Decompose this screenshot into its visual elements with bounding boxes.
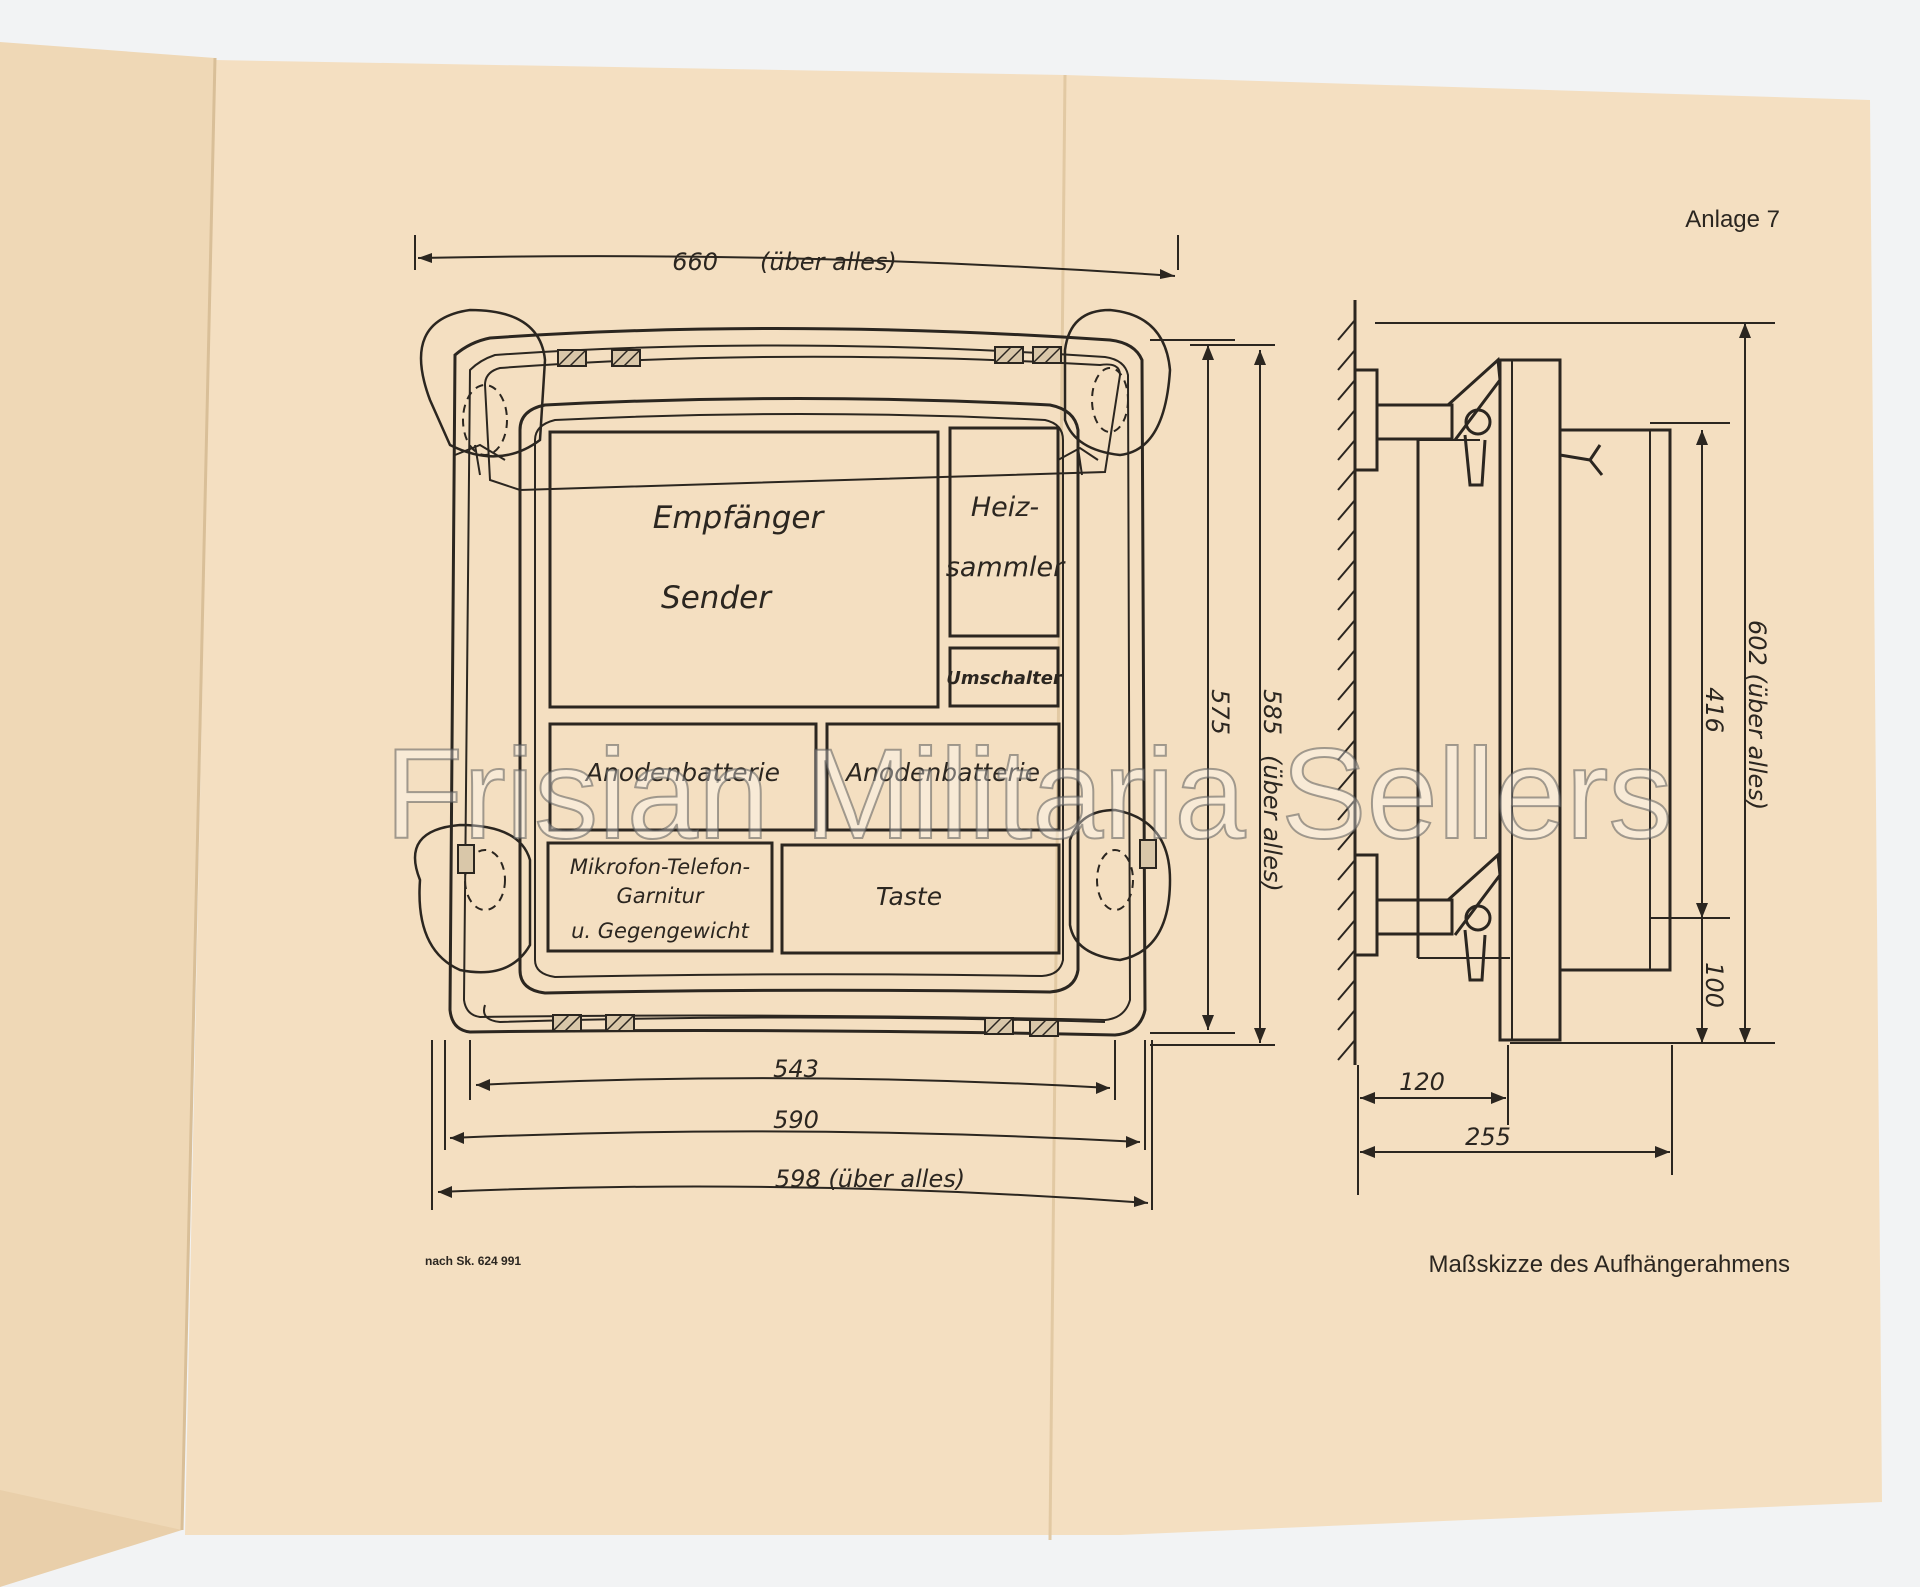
pad-top-right: [1063, 308, 1172, 457]
watermark: Frisian Militaria Sellers: [385, 723, 1672, 866]
dim-255: 255: [1465, 1123, 1511, 1151]
compartment-receiver-transmitter: [548, 430, 940, 709]
drawing-reference: nach Sk. 624 991: [425, 1254, 521, 1268]
pad-bottom-left: [413, 823, 532, 974]
label-heater-1: Heiz-: [971, 492, 1039, 523]
label-battery-left: Anodenbatterie: [584, 758, 780, 787]
dim-590: 590: [773, 1106, 819, 1134]
left-paper-sheet: [0, 42, 215, 1530]
main-paper-sheet: [185, 60, 1882, 1535]
dim-598: 598 (über alles): [775, 1165, 965, 1193]
compartment-key: [780, 843, 1061, 955]
dim-660: 660: [672, 248, 718, 276]
dim-660-note: (über alles): [760, 248, 897, 276]
left-sheet-edge: [0, 1490, 182, 1587]
dim-585-note: (über alles): [1258, 755, 1286, 892]
side-view-drawing: 602 (über alles) 416 100 120 255: [1337, 300, 1775, 1195]
compartment-battery-left: [548, 722, 818, 832]
front-view-drawing: Empfänger Sender Heiz- sammler Umschalte…: [413, 235, 1286, 1210]
label-transmitter: Sender: [661, 580, 773, 616]
label-heater-2: sammler: [946, 552, 1066, 583]
label-mic-2: Garnitur: [616, 884, 704, 908]
label-receiver: Empfänger: [653, 500, 826, 536]
label-mic-1: Mikrofon-Telefon-: [570, 855, 750, 879]
compartment-heater: [948, 426, 1060, 638]
dim-416: 416: [1700, 687, 1728, 733]
dim-120: 120: [1399, 1068, 1445, 1096]
dim-585: 585: [1258, 689, 1286, 735]
rubber-blocks: [457, 346, 1157, 1037]
label-battery-right: Anodenbatterie: [844, 758, 1040, 787]
dim-100: 100: [1700, 962, 1728, 1008]
pad-bottom-right: [1068, 808, 1172, 962]
compartment-battery-right: [825, 722, 1061, 832]
drawing-caption: Maßskizze des Aufhängerahmens: [1428, 1251, 1790, 1278]
side-device-body: [1558, 428, 1672, 972]
dim-602: 602 (über alles): [1743, 620, 1771, 810]
dim-543: 543: [773, 1055, 819, 1083]
dim-575: 575: [1206, 689, 1234, 735]
compartment-mic-telephone: [546, 841, 774, 953]
left-sheet-fold: [180, 57, 217, 1531]
annex-label: Anlage 7: [1685, 206, 1780, 233]
label-switch: Umschalter: [946, 668, 1063, 689]
pad-top-left: [419, 308, 547, 458]
label-mic-3: u. Gegengewicht: [571, 919, 750, 943]
compartment-switch: [948, 646, 1060, 708]
label-key: Taste: [876, 882, 942, 911]
